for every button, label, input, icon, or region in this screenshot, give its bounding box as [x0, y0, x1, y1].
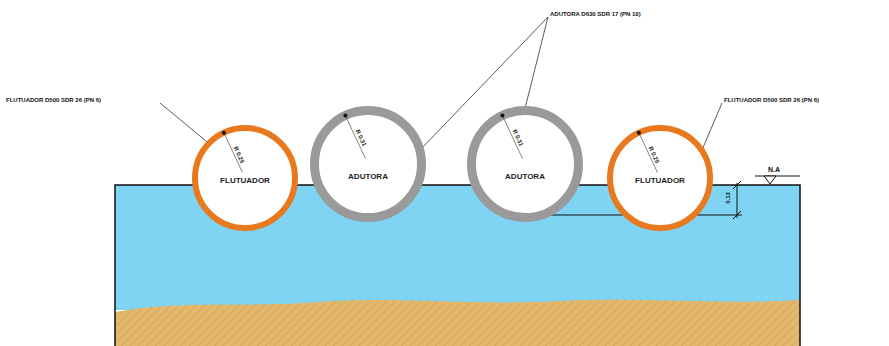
- pipe-label: FLUTUADOR: [635, 176, 685, 185]
- pipe-circle: FLUTUADORR 0.25: [192, 125, 298, 231]
- leader-line: [702, 103, 722, 150]
- dimension-tick: [733, 211, 741, 219]
- pipe-circle: ADUTORAR 0.31: [467, 106, 583, 222]
- water-level-label: N.A: [768, 166, 780, 173]
- pipe-circle: FLUTUADORR 0.25: [607, 125, 713, 231]
- dimension-tick: [733, 181, 741, 189]
- pipe-outline: [310, 106, 426, 222]
- dimension-line: [737, 183, 738, 218]
- sand-hatch: [115, 300, 800, 346]
- pipe-circle: ADUTORAR 0.31: [310, 106, 426, 222]
- water-level-symbol: [764, 176, 776, 184]
- part-callout: ADUTORA D630 SDR 17 (PN 10): [550, 11, 641, 17]
- pipe-outline: [467, 106, 583, 222]
- pipe-label: ADUTORA: [348, 172, 388, 181]
- pipe-label: FLUTUADOR: [220, 176, 270, 185]
- pipe-label: ADUTORA: [505, 172, 545, 181]
- dimension-value: 0.13: [725, 192, 731, 204]
- water-level-line: [755, 176, 800, 177]
- leader-line: [160, 103, 212, 146]
- part-callout: FLUTUADOR D500 SDR 26 (PN 6): [6, 97, 101, 103]
- sand-bed: [115, 300, 800, 346]
- part-callout: FLUTUADOR D500 SDR 26 (PN 6): [724, 97, 819, 103]
